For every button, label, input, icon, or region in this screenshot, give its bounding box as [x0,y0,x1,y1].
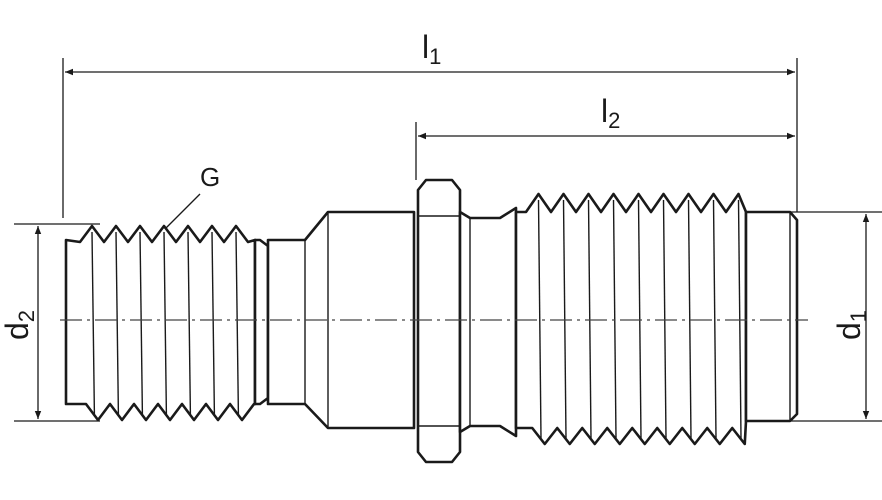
thread-flank-line [187,231,192,415]
label-thread-g: G [200,162,220,192]
label-d1: d1 [831,310,871,340]
thread-flank-line [562,199,567,439]
label-d2: d2 [0,310,39,340]
thread-flank-line [637,199,642,439]
thread-flank-line [235,231,240,415]
thread-flank-line [587,199,592,439]
label-l2: l2 [601,93,620,133]
thread-flank-line [139,231,144,415]
thread-flank-line [687,199,692,439]
right-thread-flanks [537,199,742,439]
thread-flank-line [712,199,717,439]
thread-flank-line [91,231,96,415]
label-l1: l1 [422,29,441,69]
left-thread-flanks [91,231,240,415]
thread-flank-line [211,231,216,415]
thread-flank-line [612,199,617,439]
thread-flank-line [163,231,168,415]
thread-flank-line [115,231,120,415]
hex-flange-outline [416,178,462,464]
leader-line-g [161,193,201,233]
thread-flank-line [662,199,667,439]
thread-flank-line [737,199,742,439]
neck-collar-outline [253,238,270,406]
pull-stud-part [64,178,799,464]
relief-groove-outline [458,206,518,438]
thread-flank-line [537,199,542,439]
right-thread-outline [514,192,748,446]
